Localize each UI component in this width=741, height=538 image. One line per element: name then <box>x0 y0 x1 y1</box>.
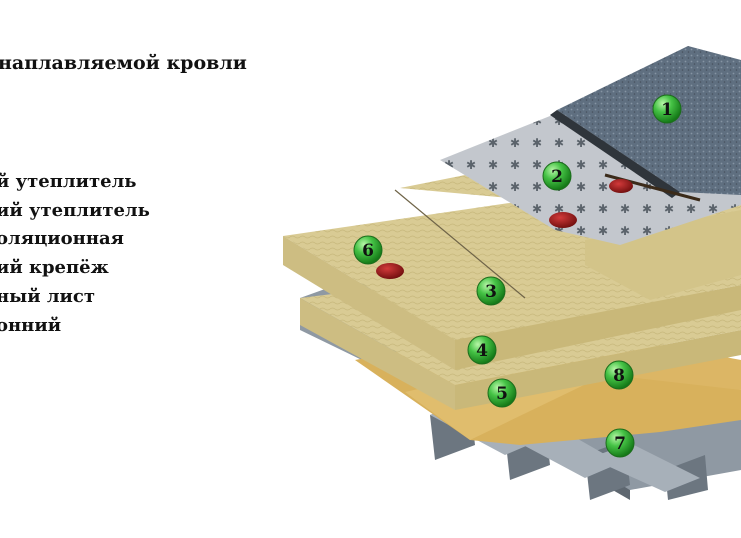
legend-item-4: ий крепёж <box>0 257 109 279</box>
legend-list: й утеплитель ий утеплитель оляционная ий… <box>0 168 150 340</box>
legend-item-1: й утеплитель <box>0 171 137 192</box>
legend-item-2: ий утеплитель <box>0 199 150 221</box>
fastener-washer <box>609 179 633 193</box>
marker-6: 6 <box>353 235 383 265</box>
legend-item-3: оляционная <box>0 228 124 250</box>
fastener-washer <box>376 263 404 279</box>
marker-label: 6 <box>362 241 374 261</box>
diagram-title: наплавляемой кровли <box>0 52 247 74</box>
marker-2: 2 <box>542 161 572 191</box>
fastener-washer <box>549 212 577 228</box>
marker-label: 2 <box>551 167 563 187</box>
marker-label: 8 <box>613 366 625 386</box>
legend-item-5: ный лист <box>0 285 95 307</box>
marker-label: 7 <box>614 434 626 454</box>
marker-5: 5 <box>487 378 517 408</box>
marker-label: 1 <box>661 100 673 120</box>
marker-1: 1 <box>652 94 682 124</box>
fasteners <box>376 179 633 279</box>
legend-item-6: онний <box>0 314 62 336</box>
marker-label: 3 <box>485 282 497 302</box>
marker-7: 7 <box>605 428 635 458</box>
marker-label: 5 <box>496 384 508 404</box>
marker-4: 4 <box>467 335 497 365</box>
marker-label: 4 <box>476 341 488 361</box>
marker-8: 8 <box>604 360 634 390</box>
marker-3: 3 <box>476 276 506 306</box>
